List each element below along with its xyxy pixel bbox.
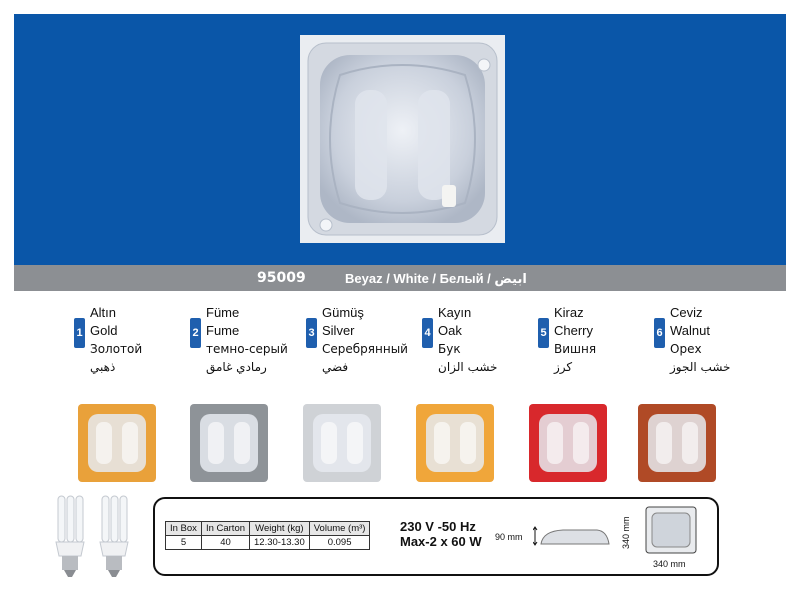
- height-dimension: 90 mm: [495, 532, 523, 542]
- table-header-row: In Box In Carton Weight (kg) Volume (m³): [165, 521, 371, 536]
- color-name-en: Gold: [90, 323, 118, 338]
- color-thumbnail-fume: [190, 404, 268, 482]
- hero-banner: [14, 14, 786, 265]
- color-number-badge: 6: [654, 318, 665, 348]
- product-code: 95009: [257, 270, 306, 286]
- color-number-badge: 1: [74, 318, 85, 348]
- top-view-diagram: [645, 506, 697, 554]
- color-name-ar: رمادي غامق: [206, 360, 267, 374]
- color-name-en: Silver: [322, 323, 355, 338]
- color-option-3: 3 Gümüş Silver Серебрянный فضي: [306, 304, 421, 384]
- color-name-tr: Füme: [206, 305, 240, 320]
- color-name-tr: Kayın: [438, 305, 472, 320]
- color-name-en: Cherry: [554, 323, 594, 338]
- color-name-en: Fume: [206, 323, 240, 338]
- max-power-label: Max-2 x 60 W: [400, 534, 482, 549]
- color-name-ru: Бук: [438, 342, 461, 356]
- color-name-en: Oak: [438, 323, 462, 338]
- color-option-6: 6 Ceviz Walnut Орех خشب الجوز: [654, 304, 769, 384]
- color-name-tr: Gümüş: [322, 305, 364, 320]
- value-in-carton: 40: [200, 535, 251, 550]
- color-name-tr: Ceviz: [670, 305, 703, 320]
- color-option-1: 1 Altın Gold Золотой ذهبي: [74, 304, 189, 384]
- value-volume: 0.095: [308, 535, 371, 550]
- color-number-badge: 3: [306, 318, 317, 348]
- color-name-ar: كرز: [554, 360, 573, 374]
- side-view-diagram: [533, 526, 610, 546]
- depth-dimension: 340 mm: [621, 516, 631, 549]
- packaging-table: In Box In Carton Weight (kg) Volume (m³)…: [165, 521, 371, 550]
- color-name-en: Walnut: [670, 323, 710, 338]
- product-color-name: Beyaz / White / Белый / ابيض: [345, 271, 527, 286]
- color-name-ru: Серебрянный: [322, 342, 408, 356]
- color-name-tr: Kiraz: [554, 305, 584, 320]
- color-name-ar: فضي: [322, 360, 349, 374]
- color-name-ru: Вишня: [554, 342, 597, 356]
- value-in-box: 5: [165, 535, 202, 550]
- color-thumbnail-cherry: [529, 404, 607, 482]
- header-in-carton: In Carton: [200, 521, 251, 536]
- width-dimension: 340 mm: [653, 559, 686, 569]
- header-in-box: In Box: [165, 521, 202, 536]
- color-thumbnail-walnut: [638, 404, 716, 482]
- color-number-badge: 4: [422, 318, 433, 348]
- color-name-ru: Орех: [670, 342, 702, 356]
- product-info-bar: 95009 Beyaz / White / Белый / ابيض: [14, 265, 786, 291]
- color-name-ru: Золотой: [90, 342, 143, 356]
- value-weight: 12.30-13.30: [249, 535, 310, 550]
- color-option-5: 5 Kiraz Cherry Вишня كرز: [538, 304, 653, 384]
- energy-saving-bulb-icon: [99, 495, 129, 577]
- color-name-ar: ذهبي: [90, 360, 116, 374]
- voltage-label: 230 V -50 Hz: [400, 519, 476, 534]
- color-name-ar: خشب الجوز: [670, 360, 731, 374]
- color-number-badge: 2: [190, 318, 201, 348]
- energy-saving-bulb-icon: [55, 495, 85, 577]
- power-rating: 230 V -50 Hz Max-2 x 60 W: [400, 519, 482, 549]
- color-thumbnail-oak: [416, 404, 494, 482]
- color-name-tr: Altın: [90, 305, 117, 320]
- color-number-badge: 5: [538, 318, 549, 348]
- color-option-2: 2 Füme Fume темно-серый رمادي غامق: [190, 304, 305, 384]
- table-row: 5 40 12.30-13.30 0.095: [165, 535, 371, 550]
- ceiling-lamp-image: [300, 35, 505, 243]
- header-volume: Volume (m³): [308, 521, 371, 536]
- color-thumbnail-silver: [303, 404, 381, 482]
- color-thumbnail-gold: [78, 404, 156, 482]
- specification-panel: In Box In Carton Weight (kg) Volume (m³)…: [153, 497, 719, 576]
- color-option-4: 4 Kayın Oak Бук خشب الزان: [422, 304, 537, 384]
- color-name-ru: темно-серый: [206, 342, 288, 356]
- header-weight: Weight (kg): [249, 521, 310, 536]
- color-name-ar: خشب الزان: [438, 360, 498, 374]
